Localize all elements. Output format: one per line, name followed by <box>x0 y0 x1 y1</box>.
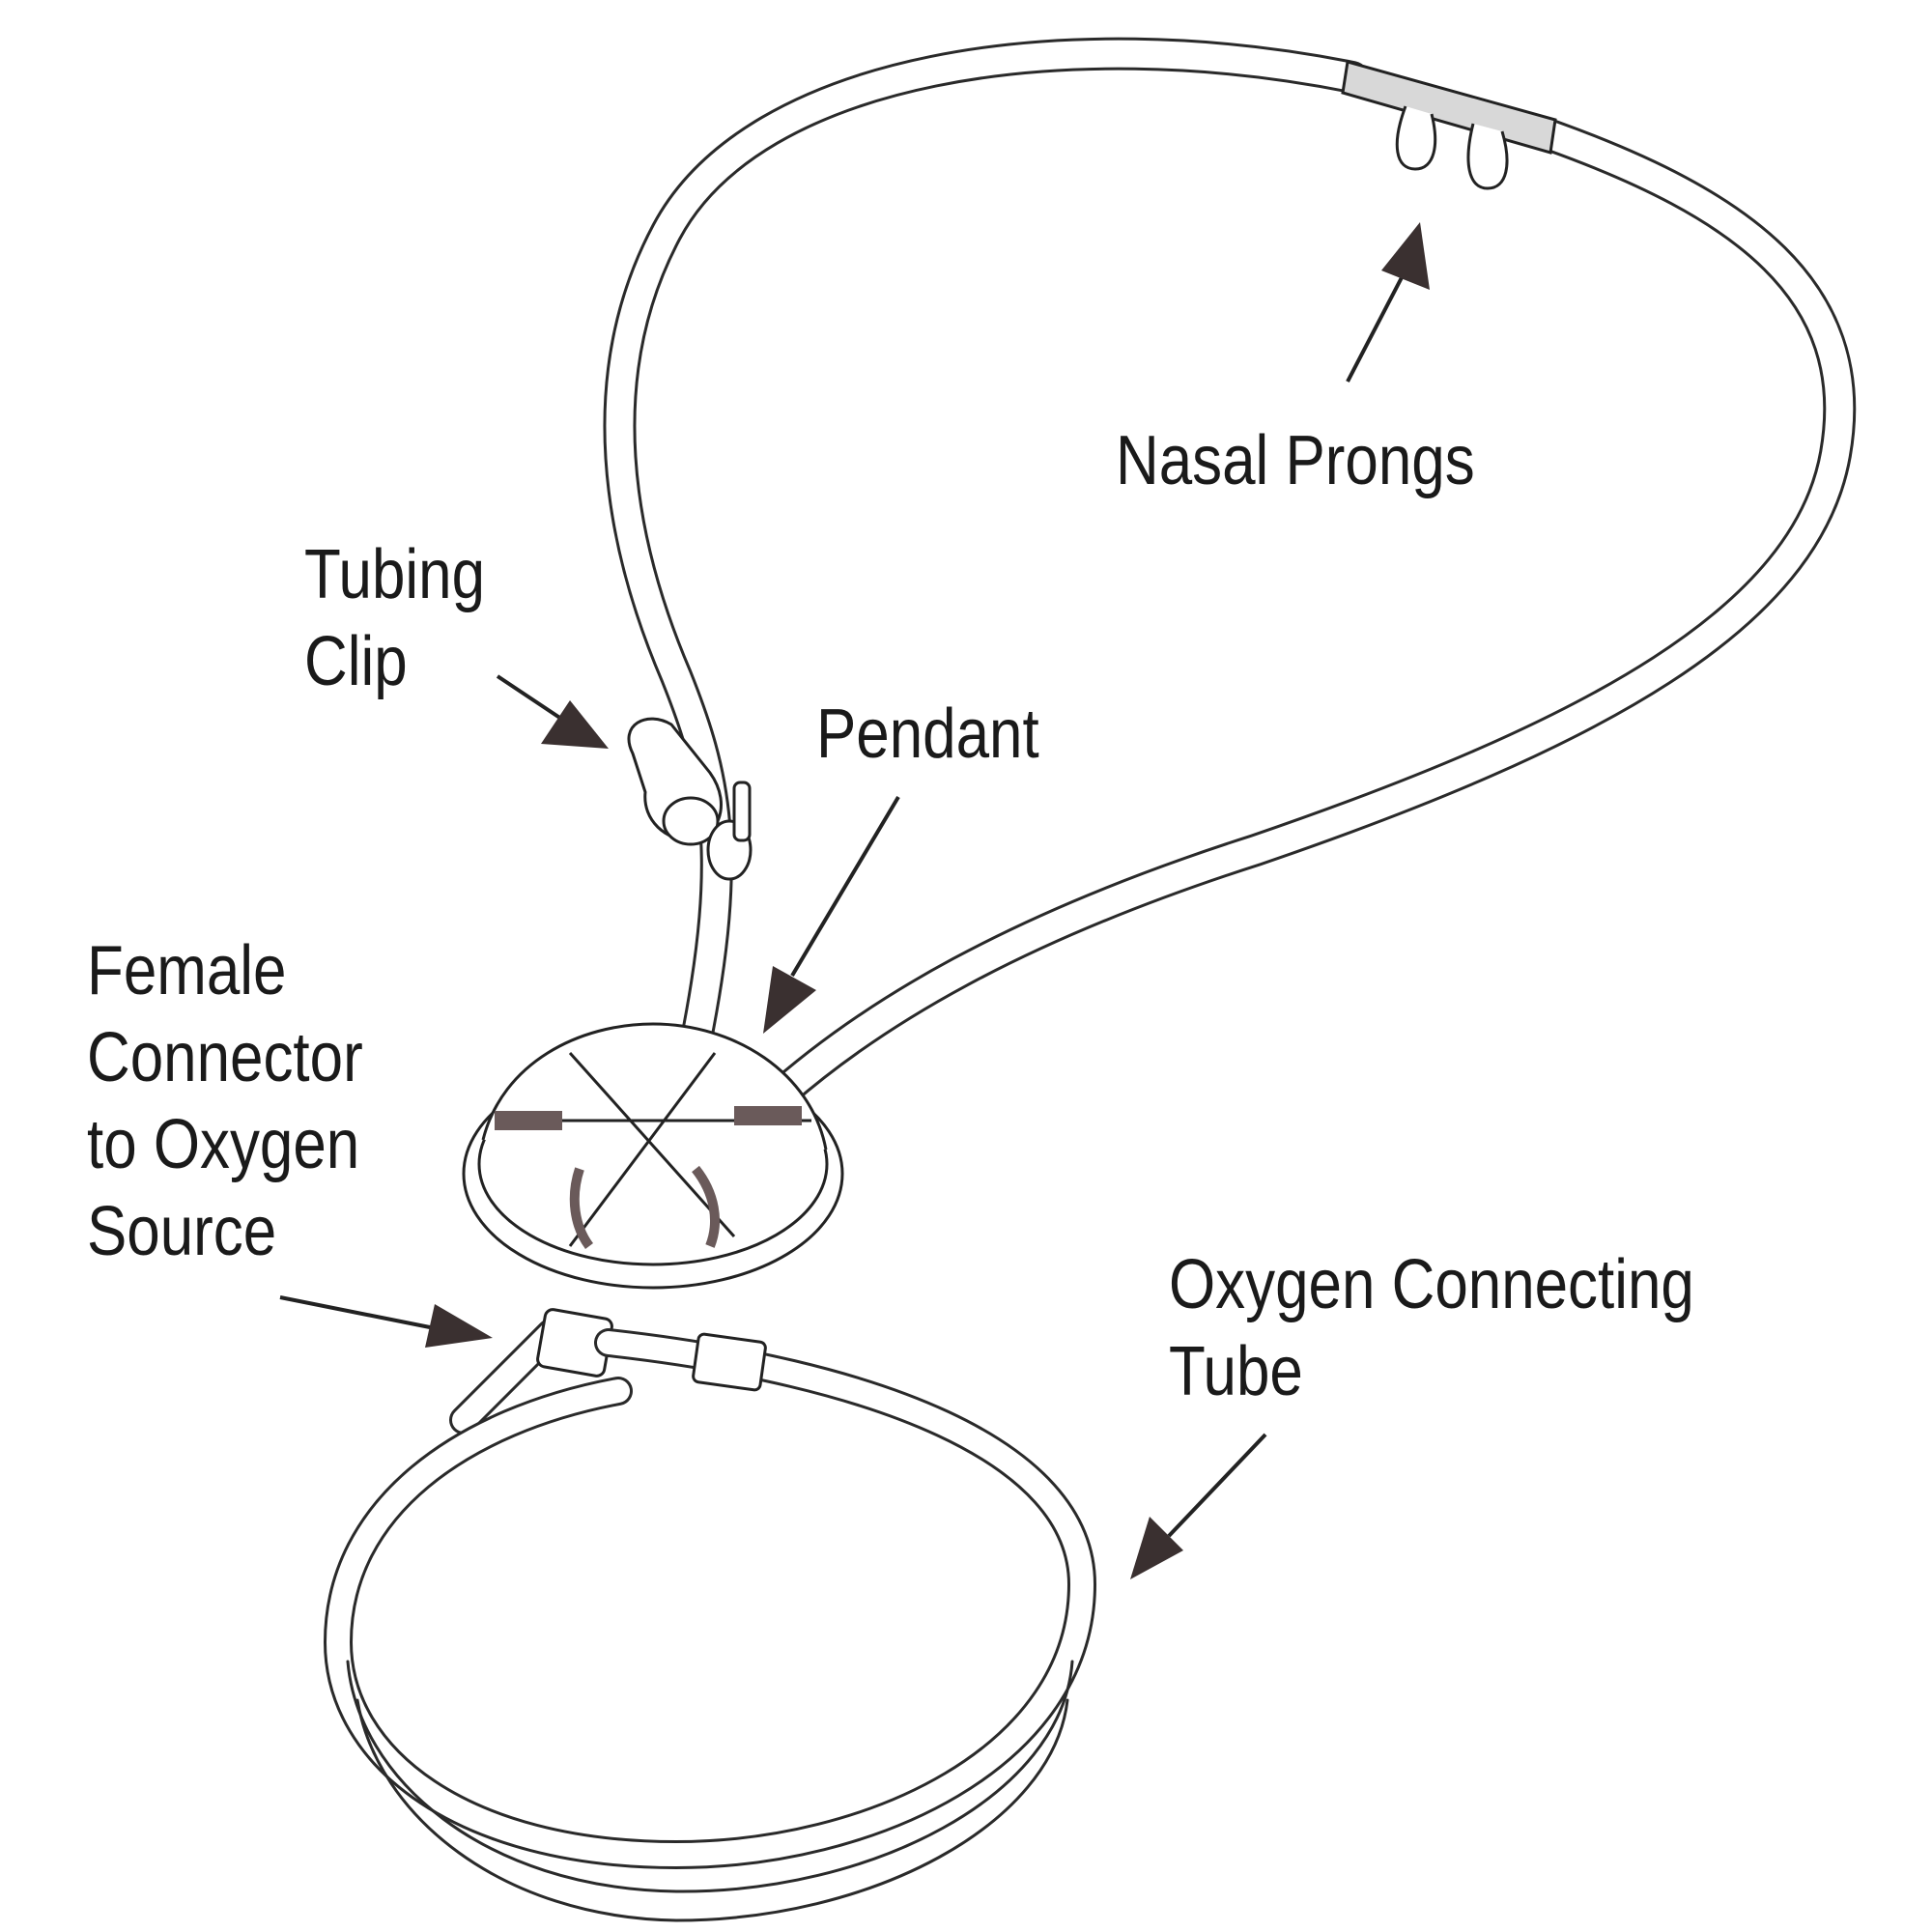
oxygen-connecting-tube-label: Oxygen Connecting Tube <box>1169 1246 1694 1410</box>
pendant-part <box>462 1022 844 1290</box>
arrow-female-connector <box>279 1295 493 1348</box>
pendant-label: Pendant <box>816 696 1039 773</box>
arrow-tubing-clip <box>496 674 609 749</box>
tubing-clip-part <box>627 717 753 881</box>
head-loop-tubing <box>603 37 1857 1118</box>
arrow-oxygen-connecting-tube <box>1130 1433 1267 1579</box>
nasal-prongs-label: Nasal Prongs <box>1116 422 1475 499</box>
oxygen-connecting-tube-part <box>324 1308 1096 1922</box>
arrow-pendant <box>763 795 900 1034</box>
arrow-nasal-prongs <box>1346 222 1430 383</box>
female-connector-label: Female Connector to Oxygen Source <box>87 932 363 1270</box>
tubing-clip-label: Tubing Clip <box>304 536 486 700</box>
nasal-prongs-part <box>1341 60 1557 190</box>
